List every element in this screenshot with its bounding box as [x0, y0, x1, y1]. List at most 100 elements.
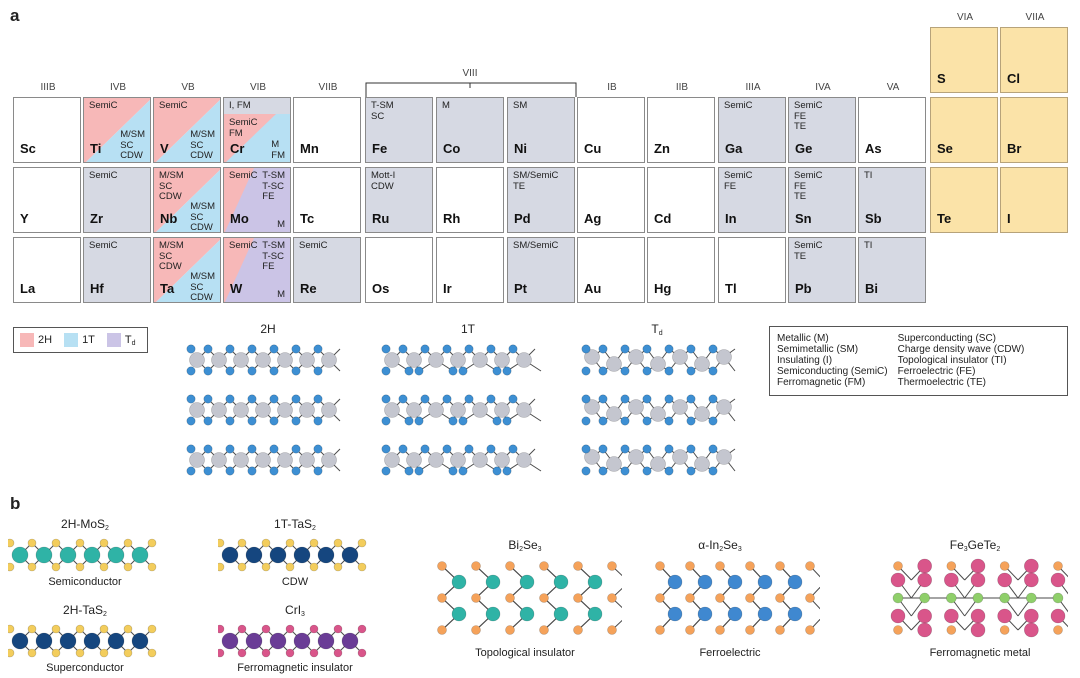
panel-label-a: a — [10, 6, 20, 25]
group-label-viia: VIIA — [1025, 12, 1045, 23]
atom — [708, 444, 718, 454]
atom — [686, 394, 696, 404]
atom — [917, 608, 932, 624]
atom — [606, 356, 622, 372]
group-viii-bracket — [365, 82, 577, 97]
atom — [186, 394, 196, 404]
atom — [147, 562, 157, 572]
atom — [539, 625, 549, 635]
lattice-in2se3 — [655, 561, 820, 635]
atom — [494, 402, 510, 418]
atom — [890, 572, 906, 588]
property-text: FE — [262, 191, 275, 202]
atom — [428, 452, 444, 468]
atom — [261, 624, 271, 634]
atom — [357, 648, 367, 658]
property-gray: TI — [864, 240, 873, 251]
property-gray: SemiC — [89, 170, 118, 181]
atom — [437, 593, 447, 603]
atom — [147, 624, 157, 634]
atom — [123, 624, 133, 634]
element-symbol: Mn — [300, 141, 319, 156]
atom — [458, 416, 468, 426]
property-text: TE — [794, 250, 807, 262]
atom — [1026, 592, 1037, 604]
atom — [970, 608, 986, 624]
atom — [642, 366, 652, 376]
atom — [225, 394, 235, 404]
atom — [299, 402, 315, 418]
atom — [35, 632, 53, 650]
formula-part: Fe — [949, 538, 964, 552]
property-text: CDW — [190, 150, 213, 161]
atom — [321, 402, 337, 418]
property-gray: SemiC — [89, 240, 118, 251]
atom — [664, 366, 674, 376]
property-1t: M — [277, 219, 285, 230]
atom — [8, 538, 15, 548]
property-text: M/SM — [190, 201, 215, 212]
atom — [620, 366, 630, 376]
atom — [255, 452, 271, 468]
element-symbol: Tc — [300, 211, 315, 226]
atom — [218, 648, 225, 658]
element-cell-se: Se — [930, 97, 998, 163]
atom — [620, 416, 630, 426]
atom — [428, 352, 444, 368]
atom — [598, 344, 608, 354]
element-cell-ir: Ir — [436, 237, 504, 303]
atom — [107, 546, 125, 564]
property-text: CDW — [120, 150, 143, 161]
chain-1t-tas2 — [218, 538, 367, 572]
element-symbol: Ru — [372, 211, 390, 226]
atom — [620, 466, 630, 476]
atom — [333, 538, 343, 548]
atom — [299, 352, 315, 368]
atom — [398, 394, 408, 404]
atom — [420, 344, 430, 354]
atom — [893, 625, 903, 635]
atom — [775, 625, 785, 635]
element-symbol: Te — [937, 211, 952, 226]
property-gray: TI — [864, 170, 873, 181]
element-cell-br: Br — [1000, 97, 1068, 163]
atom — [247, 344, 257, 354]
atom — [502, 416, 512, 426]
atom — [309, 538, 319, 548]
atom — [587, 574, 603, 590]
legend-label-main: T — [124, 333, 132, 346]
atom — [269, 366, 279, 376]
element-cell-pt: SM/SemiC Pt — [507, 237, 575, 303]
atom — [333, 624, 343, 634]
element-symbol: Fe — [372, 141, 388, 156]
atom — [291, 466, 301, 476]
element-symbol: Bi — [865, 281, 878, 296]
atom — [664, 344, 674, 354]
atom — [293, 632, 311, 650]
element-symbol: Nb — [160, 211, 178, 226]
property-text: CDW — [190, 222, 213, 233]
atom — [442, 444, 452, 454]
element-symbol: Zr — [90, 211, 103, 226]
atom — [247, 394, 257, 404]
atom — [269, 444, 279, 454]
element-symbol: Hg — [654, 281, 672, 296]
atom — [131, 546, 149, 564]
element-symbol: Os — [372, 281, 390, 296]
atom — [1050, 572, 1066, 588]
atom — [313, 416, 323, 426]
formula-sub: 3 — [301, 611, 305, 618]
phase-fill — [154, 238, 220, 302]
phase-fill — [224, 168, 290, 232]
swatch-td — [106, 333, 121, 347]
atom — [189, 452, 205, 468]
atom — [404, 416, 414, 426]
atom — [553, 606, 569, 622]
